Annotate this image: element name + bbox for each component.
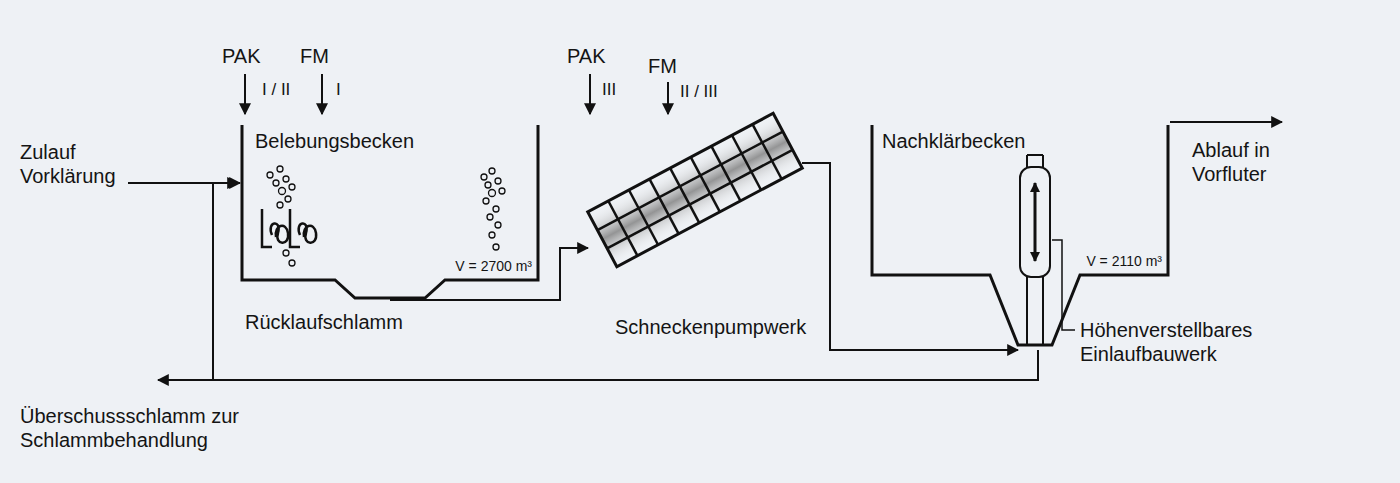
air-bubble <box>483 198 489 204</box>
grid-line <box>607 150 792 249</box>
grid-line <box>629 190 658 245</box>
air-bubble <box>499 188 505 194</box>
air-bubble <box>267 172 273 178</box>
grid-line <box>670 168 699 223</box>
annotation-label: Ablauf in Vorfluter <box>1192 138 1302 186</box>
air-bubble <box>495 222 501 228</box>
air-bubble <box>285 196 291 202</box>
air-bubble <box>277 202 283 208</box>
annotation-label: FM <box>648 54 677 78</box>
annotation-label: II / III <box>680 82 718 102</box>
tank-outline <box>872 125 1168 345</box>
screw-pump-symbol <box>588 113 803 266</box>
air-bubble <box>489 190 496 197</box>
grid-line <box>711 146 740 201</box>
volume-label: V = 2110 m³ <box>1086 253 1162 270</box>
air-bubble <box>489 232 495 238</box>
grid-line <box>608 201 637 256</box>
air-bubble <box>273 180 279 186</box>
shape-outline <box>870 125 1170 350</box>
air-bubble <box>495 178 501 184</box>
tank-title: Nachklärbecken <box>882 129 1025 153</box>
annotation-label: I <box>336 80 341 100</box>
screw-pump: Schneckenpumpwerk <box>588 108 802 268</box>
flow-connector <box>390 248 588 300</box>
air-bubble <box>289 184 295 190</box>
height-adjust-arrow <box>1034 183 1037 261</box>
grid-line <box>650 179 679 234</box>
annotation-label: Zulauf Vorklärung <box>20 140 140 188</box>
flow-connector <box>802 163 1018 350</box>
inlet-structure <box>1020 155 1050 345</box>
air-bubble <box>277 166 283 172</box>
annotation-label: Höhenverstellbares Einlaufbauwerk <box>1080 318 1280 366</box>
aeration-tank: Belebungsbecken V = 2700 m³ <box>240 125 540 300</box>
air-bubble <box>485 182 491 188</box>
grid-line <box>753 124 782 179</box>
excess-sludge-arrow <box>158 379 213 381</box>
outflow-arrow <box>1170 121 1282 123</box>
grid-line <box>732 135 761 190</box>
annotation-label: PAK <box>222 44 261 68</box>
grid-line <box>597 132 782 231</box>
air-bubble <box>289 260 295 266</box>
shape-outline <box>588 108 802 268</box>
volume-label: V = 2700 m³ <box>455 258 532 275</box>
pump-body <box>588 113 803 266</box>
inlet-capsule <box>1020 167 1050 277</box>
air-bubble <box>493 206 499 212</box>
air-bubble <box>487 214 493 220</box>
dosing-arrow <box>589 74 591 114</box>
annotation-label: III <box>602 80 616 100</box>
annotation-label: Überschussschlamm zur Schlammbehandlung <box>20 404 270 452</box>
dosing-arrow <box>667 82 669 114</box>
air-bubble <box>283 250 289 256</box>
air-bubble <box>279 188 286 195</box>
tank-title: Schneckenpumpwerk <box>615 315 806 339</box>
tank-title: Belebungsbecken <box>255 129 414 153</box>
stirrer-blade <box>271 223 289 242</box>
stirrer-symbol <box>262 209 316 247</box>
air-bubble <box>493 244 499 250</box>
annotation-label: Rücklaufschlamm <box>245 310 403 334</box>
annotation-label: I / II <box>262 80 290 100</box>
annotation-label: PAK <box>567 44 606 68</box>
dosing-arrow <box>321 74 323 114</box>
air-bubble <box>489 168 495 174</box>
dosing-arrow <box>244 74 246 114</box>
annotation-label: FM <box>300 44 329 68</box>
air-bubble <box>481 174 487 180</box>
air-bubble <box>283 176 289 182</box>
tank-outline <box>242 125 538 298</box>
stirrer-blade <box>299 223 317 242</box>
grid-line <box>691 157 720 212</box>
clarifier-tank: Nachklärbecken V = 2110 m³ <box>870 125 1170 350</box>
